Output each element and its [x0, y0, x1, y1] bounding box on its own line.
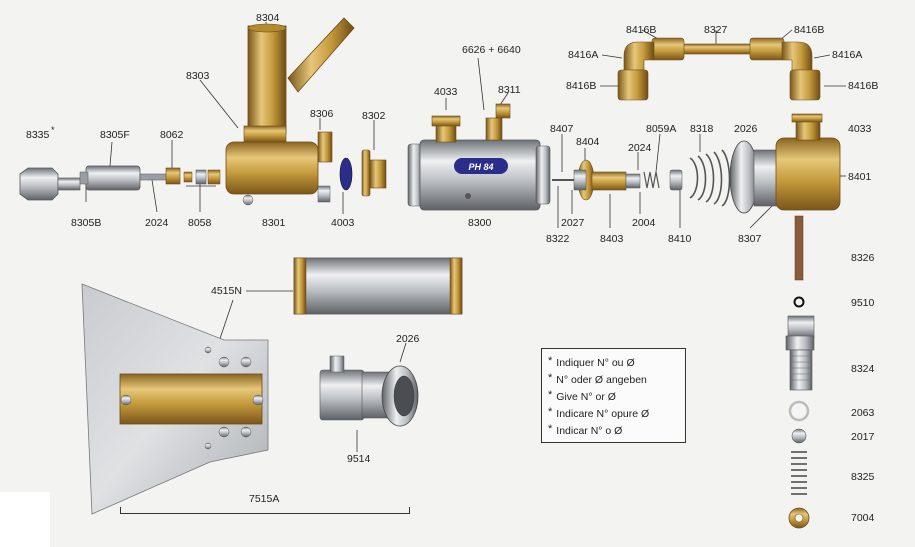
legend-text: Indiquer N° ou Ø — [556, 357, 635, 369]
label-8303: 8303 — [186, 70, 210, 82]
label-7515A: 7515A — [249, 493, 280, 505]
legend-row: *Indicar N° o Ø — [548, 423, 622, 437]
label-2024-right: 2024 — [628, 142, 652, 154]
label-8410: 8410 — [668, 233, 692, 245]
label-2026-top: 2026 — [734, 123, 758, 135]
label-8403: 8403 — [600, 233, 624, 245]
label-8325: 8325 — [851, 471, 875, 483]
legend-row: *N° oder Ø angeben — [548, 372, 647, 386]
legend-row: *Give N° or Ø — [548, 389, 616, 403]
legend-star: * — [548, 423, 553, 435]
corner-patch — [0, 492, 50, 547]
legend-row: *Indiquer N° ou Ø — [548, 355, 635, 369]
legend-star: * — [548, 389, 553, 401]
legend-star: * — [548, 372, 553, 384]
oring-9510 — [793, 296, 805, 308]
label-4003: 4003 — [331, 217, 355, 229]
label-8401: 8401 — [848, 171, 872, 183]
bar-4515N — [293, 257, 463, 315]
legend-text: Give N° or Ø — [556, 391, 616, 403]
label-8416B-bottom-left: 8416B — [566, 80, 597, 92]
spring-8318 — [689, 149, 731, 207]
legend-text: Indicar N° o Ø — [556, 425, 623, 437]
legend-text: N° oder Ø angeben — [556, 374, 647, 386]
label-8307: 8307 — [738, 233, 762, 245]
nut-8410 — [669, 169, 683, 191]
label-8305F: 8305F — [100, 129, 130, 141]
adapter-9514 — [319, 355, 419, 427]
label-2027: 2027 — [561, 217, 585, 229]
label-8416B-bottom-right: 8416B — [848, 80, 879, 92]
spring-8059A — [643, 171, 660, 189]
tube-8305F — [79, 165, 141, 191]
label-8062: 8062 — [160, 129, 184, 141]
label-2004: 2004 — [632, 217, 656, 229]
legend-box: *Indiquer N° ou Ø *N° oder Ø angeben *Gi… — [541, 348, 686, 443]
label-6626-6640: 6626 + 6640 — [462, 44, 521, 56]
label-8416A-left: 8416A — [568, 49, 599, 61]
dimension-bracket-7515A — [120, 507, 410, 514]
legend-star: * — [548, 355, 553, 367]
plate-7515A — [81, 283, 269, 515]
small-parts-8062-8058 — [139, 167, 221, 187]
legend-row: *Indicare N° opure Ø — [548, 406, 649, 420]
label-2063: 2063 — [851, 407, 875, 419]
label-8322: 8322 — [546, 233, 570, 245]
ph84-badge: PH 84 — [468, 162, 493, 172]
label-8416B-top-right: 8416B — [794, 24, 825, 36]
legend-star: * — [548, 406, 553, 418]
label-8327: 8327 — [704, 24, 728, 36]
valve-body-8401 — [729, 113, 841, 214]
label-8416A-right: 8416A — [832, 49, 863, 61]
nozzle-8324 — [785, 315, 815, 391]
nozzle-8335 — [19, 167, 81, 201]
spring-8325 — [791, 451, 807, 495]
legend-text: Indicare N° opure Ø — [556, 408, 650, 420]
label-4033-middle: 4033 — [434, 86, 458, 98]
label-8306: 8306 — [310, 108, 334, 120]
label-8404: 8404 — [576, 136, 600, 148]
washer-2063 — [788, 400, 810, 422]
label-8326: 8326 — [851, 252, 875, 264]
rod-8326 — [794, 215, 804, 281]
washer-7004 — [788, 507, 810, 529]
label-8407: 8407 — [550, 123, 574, 135]
valve-stem-8407-8404 — [552, 159, 641, 201]
label-9510: 9510 — [851, 297, 875, 309]
label-8416B-top-left: 8416B — [626, 24, 657, 36]
label-8300: 8300 — [468, 217, 492, 229]
label-8302: 8302 — [362, 110, 386, 122]
label-8301: 8301 — [262, 217, 286, 229]
label-8058: 8058 — [188, 217, 212, 229]
label-8311: 8311 — [498, 84, 521, 96]
label-4515N: 4515N — [211, 285, 242, 297]
label-8318: 8318 — [690, 123, 714, 135]
label-8335-star: * — [51, 125, 55, 135]
ball-2017 — [791, 428, 807, 444]
label-7004: 7004 — [851, 512, 875, 524]
label-8305B: 8305B — [71, 217, 102, 229]
label-4033-right: 4033 — [848, 123, 872, 135]
label-9514: 9514 — [347, 453, 371, 465]
nut-8302 — [361, 149, 387, 197]
seal-4003 — [339, 157, 353, 191]
label-8304: 8304 — [256, 12, 280, 24]
label-2017: 2017 — [851, 431, 875, 443]
gun-body-8300: PH 84 — [407, 103, 551, 211]
label-8324: 8324 — [851, 363, 875, 375]
label-8059A: 8059A — [646, 123, 677, 135]
label-2026-bottom: 2026 — [396, 333, 420, 345]
label-2024-left: 2024 — [145, 217, 169, 229]
label-8335: 8335 — [26, 129, 50, 141]
pipe-assembly-8327 — [617, 37, 821, 101]
gun-body-8301 — [225, 17, 355, 206]
